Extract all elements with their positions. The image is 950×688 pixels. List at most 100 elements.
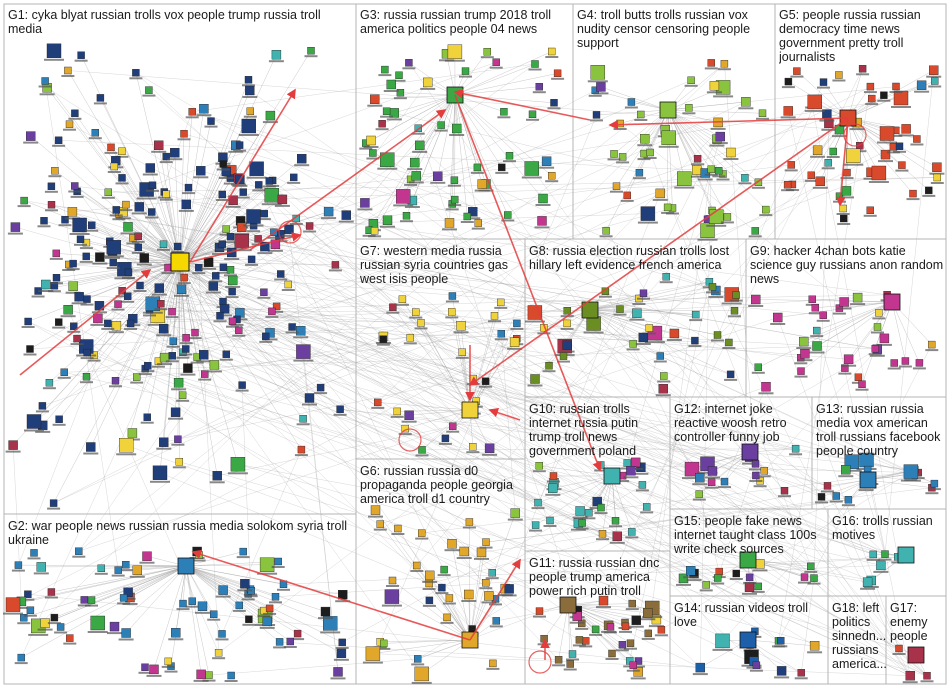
node-caption <box>636 489 649 491</box>
edge <box>778 317 899 648</box>
node-avatar <box>469 443 476 450</box>
edge <box>186 566 342 642</box>
node-caption <box>282 289 295 291</box>
group-label-g6: G6: russian russia d0 propaganda people … <box>360 464 525 506</box>
node-avatar <box>219 191 226 198</box>
node-avatar <box>171 628 180 637</box>
node-avatar <box>75 292 84 301</box>
node-caption <box>752 569 767 571</box>
node-caption <box>112 575 125 577</box>
node-caption <box>781 189 794 191</box>
node-caption <box>80 247 93 249</box>
node-caption <box>119 209 132 211</box>
node-caption <box>614 128 627 130</box>
node-caption <box>441 622 454 624</box>
node-avatar <box>177 285 186 294</box>
node-caption <box>774 645 787 647</box>
node-caption <box>850 303 865 305</box>
node-caption <box>380 116 393 118</box>
node-caption <box>528 385 543 387</box>
node-caption <box>687 579 702 581</box>
node-caption <box>23 142 38 144</box>
node-avatar <box>266 605 273 612</box>
node-caption <box>119 639 134 641</box>
node-avatar <box>159 438 168 447</box>
node-caption <box>363 662 383 664</box>
node-avatar <box>74 335 81 342</box>
node-caption <box>303 231 316 233</box>
node-avatar <box>550 473 557 480</box>
node-caption <box>691 163 704 165</box>
node-caption <box>533 616 546 618</box>
node-avatar <box>160 241 167 248</box>
node-caption <box>596 606 611 608</box>
node-avatar <box>91 616 105 630</box>
node-caption <box>589 634 602 636</box>
node-caption <box>284 646 297 648</box>
node-avatar <box>383 216 392 225</box>
node-caption <box>488 320 501 322</box>
node-caption <box>584 332 604 334</box>
node-avatar <box>781 487 788 494</box>
node-avatar <box>726 148 735 157</box>
node-avatar <box>475 220 482 227</box>
node-avatar <box>489 660 496 667</box>
node-avatar <box>813 342 822 351</box>
node-caption <box>717 179 730 181</box>
node-caption <box>378 74 391 76</box>
node-avatar <box>179 392 186 399</box>
node-caption <box>137 198 157 200</box>
node-avatar <box>820 79 827 86</box>
node-avatar <box>855 374 862 381</box>
node-avatar <box>438 122 445 129</box>
node-caption <box>842 504 855 506</box>
node-avatar <box>396 72 403 79</box>
node-caption <box>888 368 901 370</box>
node-caption <box>404 184 417 186</box>
node-avatar <box>180 600 187 607</box>
node-avatar <box>287 638 294 645</box>
node-caption <box>411 663 424 665</box>
node-avatar <box>560 353 567 360</box>
node-avatar <box>725 339 732 346</box>
node-avatar <box>86 443 95 452</box>
node-avatar <box>536 462 543 469</box>
node-caption <box>110 214 123 216</box>
node-avatar <box>185 184 192 191</box>
node-avatar <box>696 491 703 498</box>
node-caption <box>435 130 448 132</box>
node-avatar <box>297 154 306 163</box>
node-caption <box>80 261 93 263</box>
node-caption <box>625 536 638 538</box>
node-avatar <box>204 258 213 267</box>
node-avatar <box>639 333 648 342</box>
node-avatar <box>777 666 786 675</box>
node-caption <box>216 638 229 640</box>
node-avatar <box>677 172 691 186</box>
node-caption <box>269 60 284 62</box>
node-avatar <box>596 82 605 91</box>
node-caption <box>194 680 209 682</box>
node-caption <box>18 205 31 207</box>
node-avatar <box>150 665 159 674</box>
node-avatar <box>260 289 267 296</box>
node-avatar <box>55 137 62 144</box>
node-caption <box>50 258 63 260</box>
node-avatar <box>6 598 20 612</box>
node-caption <box>85 605 98 607</box>
node-avatar <box>81 596 88 603</box>
node-avatar <box>536 83 543 90</box>
node-caption <box>275 205 290 207</box>
edge <box>418 128 577 610</box>
node-caption <box>43 387 56 389</box>
node-caption <box>174 295 189 297</box>
node-caption <box>422 581 437 583</box>
node-avatar <box>716 634 730 648</box>
node-avatar <box>452 124 461 133</box>
node-avatar <box>449 293 456 300</box>
node-caption <box>471 172 484 174</box>
node-avatar <box>228 672 235 679</box>
node-caption <box>718 486 731 488</box>
node-caption <box>420 88 435 90</box>
